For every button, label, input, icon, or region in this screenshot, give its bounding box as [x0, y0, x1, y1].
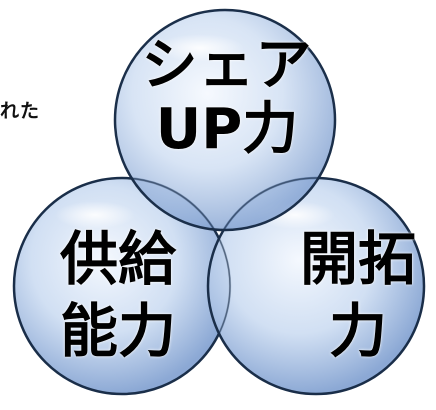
label-right-line-2: 力 [328, 297, 387, 365]
label-development: 開拓 力 [268, 230, 436, 360]
overlap-outlines [13, 177, 425, 395]
label-top-line-2: UP力 [155, 97, 299, 162]
label-share-up: シェア UP力 [132, 38, 322, 158]
label-left-line-1: 供給 [59, 225, 176, 293]
label-left-line-2: 能力 [59, 297, 176, 365]
cropped-text-fragment: れた [0, 100, 41, 122]
bubble-top [113, 8, 337, 232]
label-right-line-1: 開拓 [299, 225, 416, 293]
label-top-line-1: シェア [141, 33, 313, 98]
label-supply-capacity: 供給 能力 [28, 230, 208, 360]
